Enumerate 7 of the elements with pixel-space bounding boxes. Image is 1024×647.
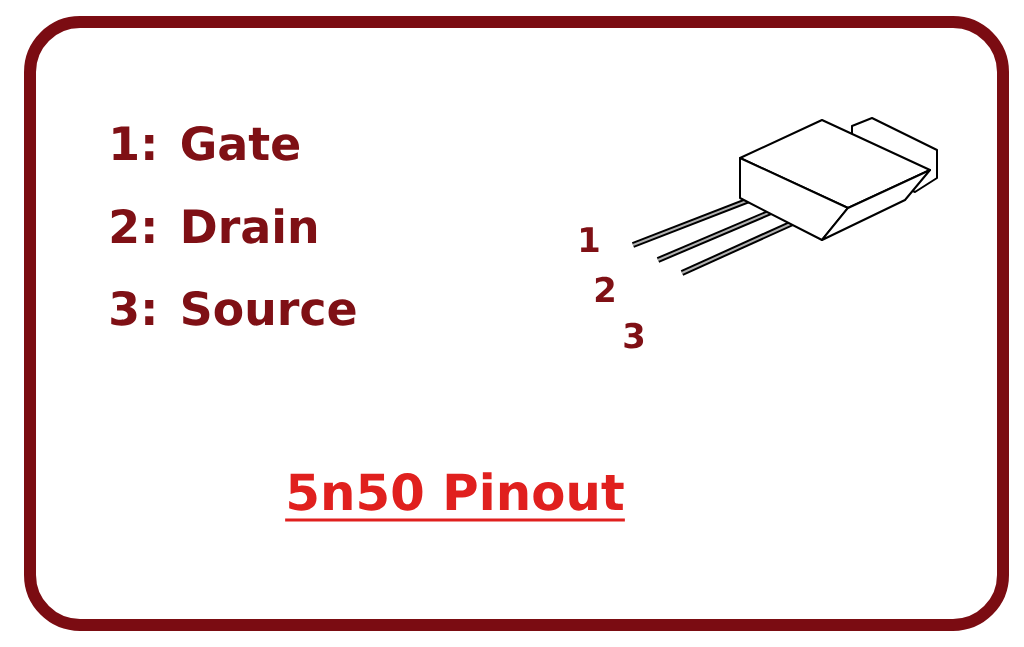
pin-number: 1: [581, 227, 599, 252]
pin-legend-text: 2: Drain: [111, 208, 317, 244]
pin-legend-text: 3: Source: [111, 291, 356, 326]
pin-number: 3: [624, 322, 644, 349]
pin-number: 2: [595, 276, 614, 302]
title: 5n50 Pinout: [285, 472, 625, 522]
pin-legend-text: 1: Gate: [113, 126, 299, 161]
